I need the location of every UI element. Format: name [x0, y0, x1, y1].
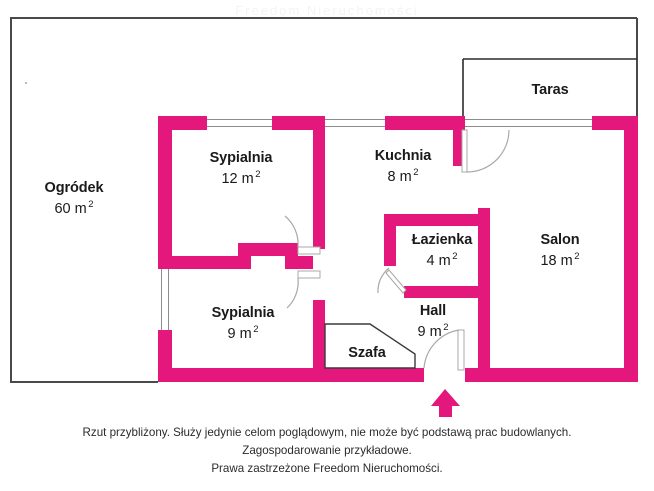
- entrance-direction-arrow: [431, 389, 460, 417]
- scan-artifact-dot: [25, 82, 27, 84]
- wardrobe-outline: [324, 323, 416, 369]
- window-top-middle: [320, 116, 385, 130]
- door-bathroom: [377, 267, 407, 294]
- terrace-outline: [462, 58, 637, 120]
- terrace-door: [461, 116, 527, 173]
- disclaimer-block: Rzut przybliżony. Służy jedynie celom po…: [0, 424, 654, 478]
- door-bedroom-12: [284, 215, 321, 255]
- entrance-door: [423, 329, 465, 382]
- disclaimer-line-1: Rzut przybliżony. Służy jedynie celom po…: [82, 426, 572, 439]
- window-salon-top: [527, 116, 592, 130]
- door-bedroom-9: [286, 270, 321, 309]
- disclaimer-line-3: Prawa zastrzeżone Freedom Nieruchomości.: [211, 461, 443, 475]
- garden-outline: [10, 17, 638, 383]
- door-openings: [284, 116, 527, 382]
- window-left-exterior: [158, 262, 172, 330]
- window-top-left: [207, 116, 272, 130]
- building-walls: [158, 116, 638, 382]
- disclaimer-line-2: Zagospodarowanie przykładowe.: [242, 443, 412, 457]
